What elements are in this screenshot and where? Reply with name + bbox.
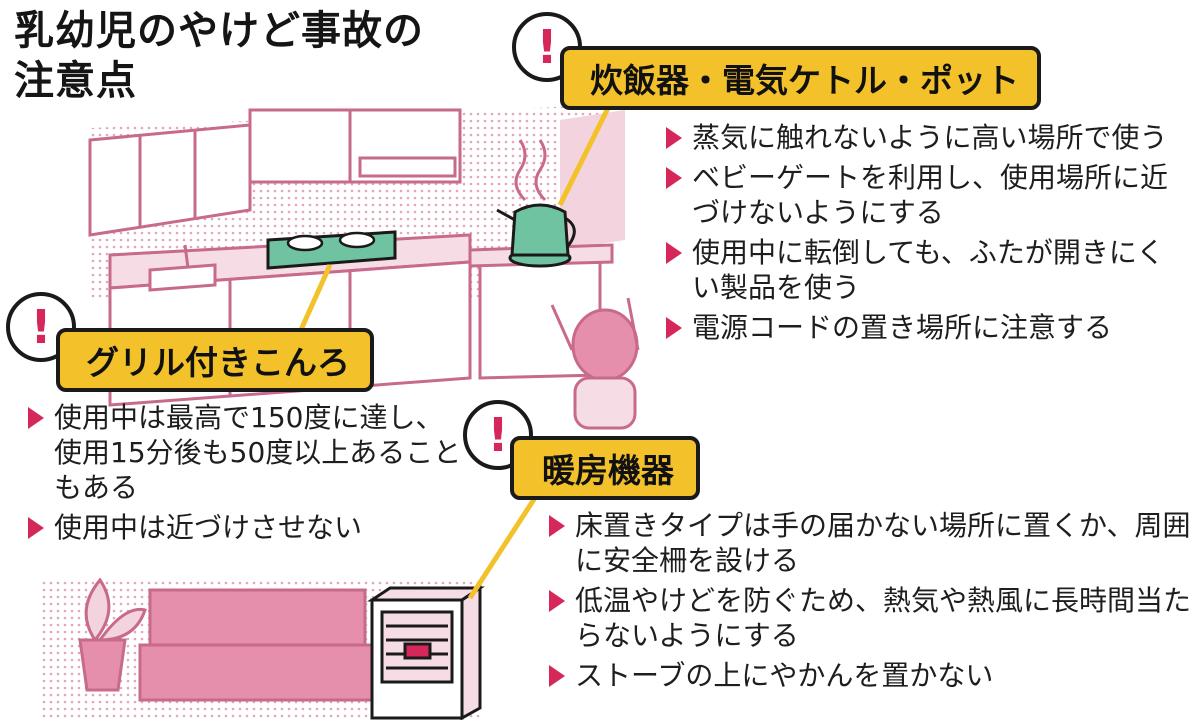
page-title: 乳幼児のやけど事故の 注意点 <box>14 6 424 106</box>
list-item: 電源コードの置き場所に注意する <box>662 310 1192 345</box>
triangle-bullet-icon <box>549 665 565 687</box>
list-item: 使用中は近づけさせない <box>24 510 464 545</box>
triangle-bullet-icon <box>666 127 682 149</box>
grill-callout-heading: グリル付きこんろ <box>56 328 374 392</box>
upper-cabinets <box>88 108 462 237</box>
triangle-bullet-icon <box>666 242 682 264</box>
page-title-line-1: 乳幼児のやけど事故の <box>14 8 424 54</box>
list-item: 床置きタイプは手の届かない場所に置くか、周囲に安全柵を設ける <box>545 508 1195 578</box>
callout-leader-lines <box>297 98 615 600</box>
kettle-callout-heading: 炊飯器・電気ケトル・ポット <box>560 46 1041 110</box>
kettle-heading-text: 炊飯器・電気ケトル・ポット <box>590 61 1019 100</box>
heater-tips-list: 床置きタイプは手の届かない場所に置くか、周囲に安全柵を設ける 低温やけどを防ぐた… <box>545 508 1195 698</box>
triangle-bullet-icon <box>549 515 565 537</box>
sofa-icon <box>138 588 377 702</box>
list-item: 使用中に転倒しても、ふたが開きにくい製品を使う <box>662 235 1192 305</box>
grill-tips-list: 使用中は最高で150度に達し、使用15分後も50度以上あることもある 使用中は近… <box>24 400 464 550</box>
page-title-line-2: 注意点 <box>14 58 137 104</box>
potted-plant-icon <box>78 577 147 692</box>
heater-heading-text: 暖房機器 <box>542 451 674 490</box>
list-item: ベビーゲートを利用し、使用場所に近づけないようにする <box>662 160 1192 230</box>
triangle-bullet-icon <box>28 517 44 539</box>
kettle-tips-list: 蒸気に触れないように高い場所で使う ベビーゲートを利用し、使用場所に近づけないよ… <box>662 120 1192 350</box>
gas-stove-icon <box>266 230 397 270</box>
baby-figure-icon <box>550 297 640 430</box>
list-item: ストーブの上にやかんを置かない <box>545 658 1195 693</box>
electric-kettle-icon <box>496 139 576 268</box>
list-item: 低温やけどを防ぐため、熱気や熱風に長時間当たらないようにする <box>545 583 1195 653</box>
triangle-bullet-icon <box>28 407 44 429</box>
grill-heading-text: グリル付きこんろ <box>86 343 350 382</box>
list-item: 使用中は最高で150度に達し、使用15分後も50度以上あることもある <box>24 400 464 505</box>
triangle-bullet-icon <box>666 317 682 339</box>
list-item: 蒸気に触れないように高い場所で使う <box>662 120 1192 155</box>
heater-callout-heading: 暖房機器 <box>510 436 700 500</box>
triangle-bullet-icon <box>549 590 565 612</box>
fan-heater-icon <box>367 585 485 720</box>
triangle-bullet-icon <box>666 167 682 189</box>
